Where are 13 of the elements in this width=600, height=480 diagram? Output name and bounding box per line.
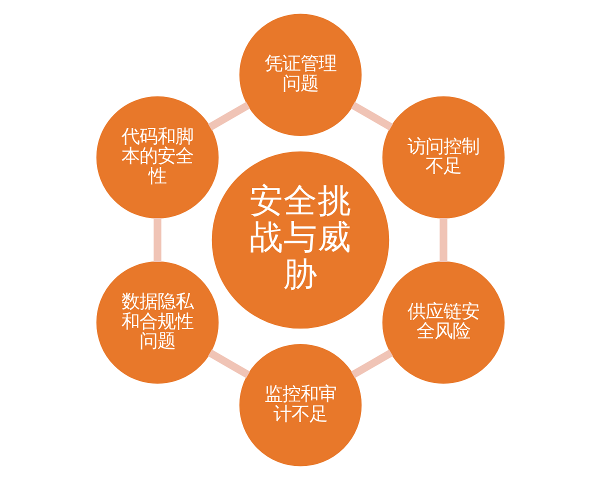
- connector: [153, 218, 161, 262]
- node-circle: 安全挑战与威胁: [211, 151, 389, 329]
- connector: [208, 102, 250, 130]
- node-circle: 凭证管理问题: [238, 14, 362, 136]
- connector: [350, 102, 392, 130]
- node-circle: 数据隐私和合规性问题: [96, 261, 218, 384]
- connector: [350, 350, 392, 378]
- connector: [208, 350, 250, 378]
- connector: [439, 218, 447, 262]
- node-circle: 供应链安全风险: [382, 261, 504, 384]
- node-circle: 代码和脚本的安全性: [96, 96, 218, 219]
- node-circle: 访问控制不足: [382, 96, 504, 219]
- node-circle: 监控和审计不足: [238, 344, 362, 466]
